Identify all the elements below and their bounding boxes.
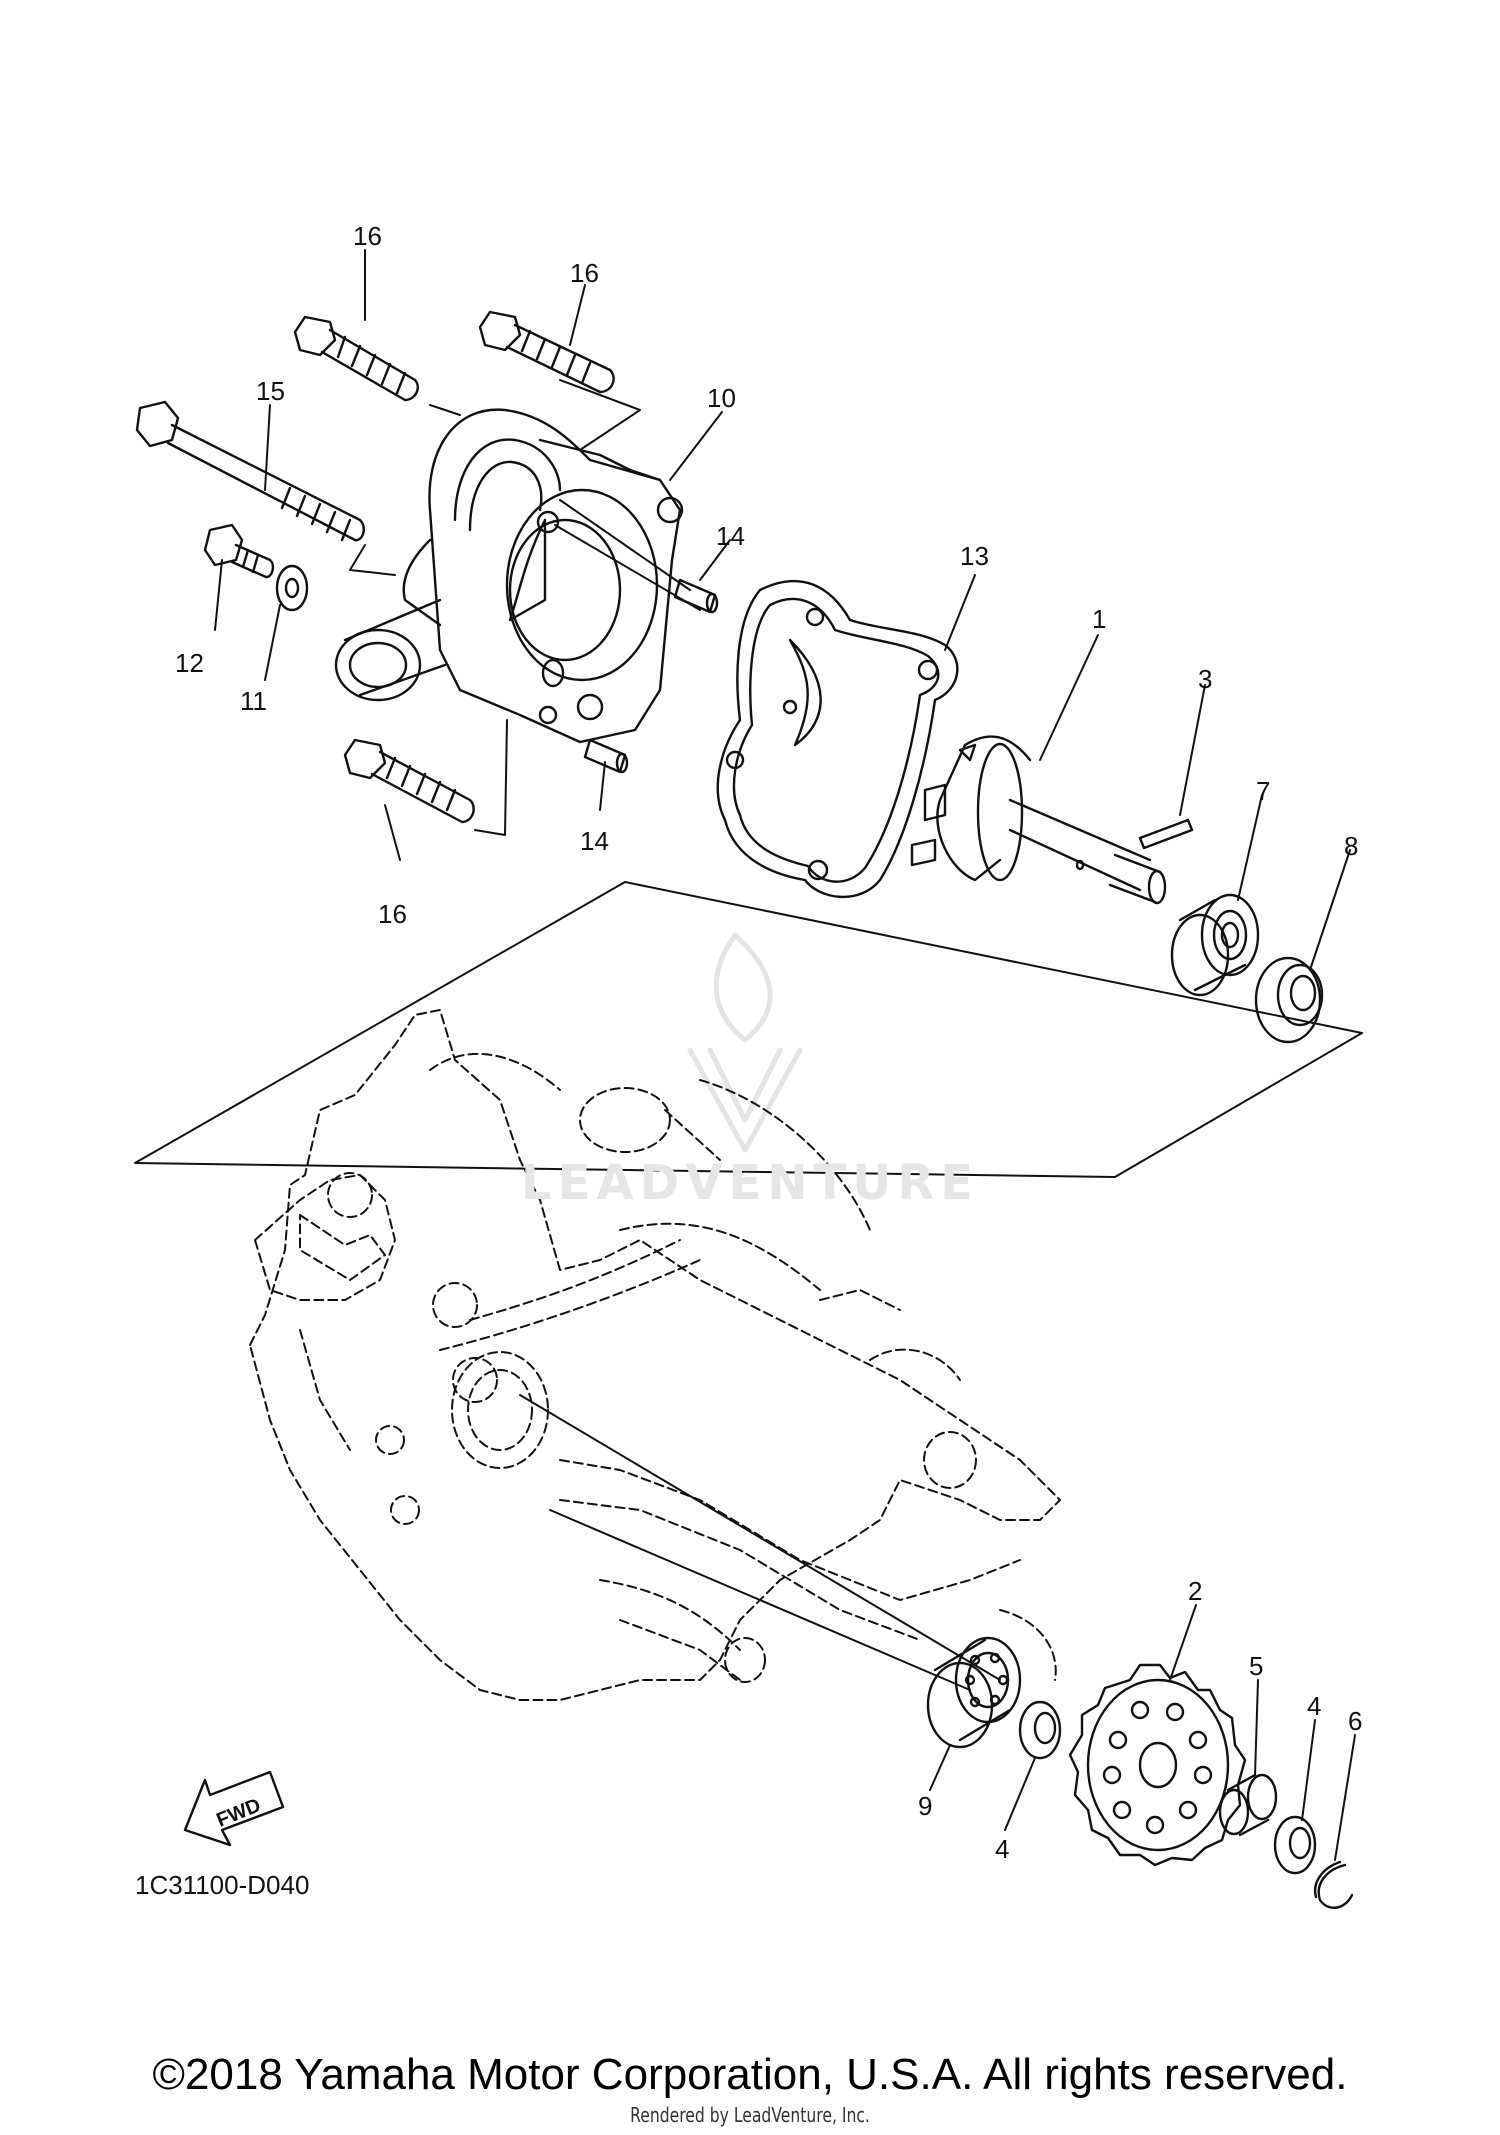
leadventure-watermark-text: LEADVENTURE — [521, 1155, 979, 1211]
bolt-15-long — [135, 400, 365, 542]
callout-1: 1 — [1092, 604, 1106, 634]
bolt-12 — [203, 523, 275, 579]
leadventure-logo-watermark — [687, 932, 803, 1153]
callout-3: 3 — [1198, 664, 1212, 694]
dowel-pin-14-lower — [583, 738, 629, 774]
pin-3 — [1138, 818, 1194, 850]
callout-5: 5 — [1249, 1651, 1263, 1681]
water-pump-cover-10 — [334, 408, 684, 744]
callout-13: 13 — [960, 541, 989, 571]
rendered-by-note: Rendered by LeadVenture, Inc. — [630, 2103, 870, 2127]
oil-seal-8 — [1254, 956, 1324, 1044]
callout-16: 16 — [378, 899, 407, 929]
bearing-7 — [1170, 893, 1260, 997]
bolt-16-lower — [343, 738, 475, 824]
bolt-16-upper-right — [478, 310, 615, 394]
callout-labels: 16 16 15 10 14 13 1 3 7 8 12 11 14 16 2 … — [175, 221, 1362, 1864]
assembly-guide-lines — [349, 379, 1001, 1691]
fwd-label: FWD — [213, 1794, 263, 1831]
callout-16: 16 — [570, 258, 599, 288]
callout-7: 7 — [1256, 776, 1270, 806]
callout-15: 15 — [256, 376, 285, 406]
collar-5 — [1218, 1773, 1278, 1837]
gasket-13 — [716, 579, 959, 899]
callout-11: 11 — [240, 686, 267, 716]
leader-lines — [214, 249, 1356, 1861]
callout-16: 16 — [353, 221, 382, 251]
dowel-pin-14-upper — [673, 578, 719, 614]
callout-6: 6 — [1348, 1706, 1362, 1736]
washer-11 — [275, 564, 309, 612]
callout-10: 10 — [707, 383, 736, 413]
washer-4-right — [1273, 1815, 1317, 1875]
callout-8: 8 — [1344, 831, 1358, 861]
washer-4-left — [1018, 1700, 1062, 1760]
bearing-9 — [926, 1636, 1022, 1749]
callout-12: 12 — [175, 648, 204, 678]
reference-plane — [134, 881, 1363, 1178]
callout-9: 9 — [918, 1791, 932, 1821]
impeller-shaft-1 — [910, 735, 1167, 905]
callout-2: 2 — [1188, 1576, 1202, 1606]
callout-14: 14 — [580, 826, 609, 856]
diagram-code: 1C31100-D040 — [135, 1870, 309, 1900]
copyright-notice: ©2018 Yamaha Motor Corporation, U.S.A. A… — [152, 2050, 1348, 2099]
gear-2 — [1068, 1663, 1247, 1867]
crankcase-outline — [249, 1009, 1061, 1701]
callout-4: 4 — [1307, 1691, 1321, 1721]
fwd-arrow-icon — [183, 1770, 285, 1847]
callout-14: 14 — [716, 521, 745, 551]
circlip-6 — [1313, 1860, 1354, 1909]
bolt-16-upper-left — [293, 315, 419, 402]
callout-4: 4 — [995, 1834, 1009, 1864]
